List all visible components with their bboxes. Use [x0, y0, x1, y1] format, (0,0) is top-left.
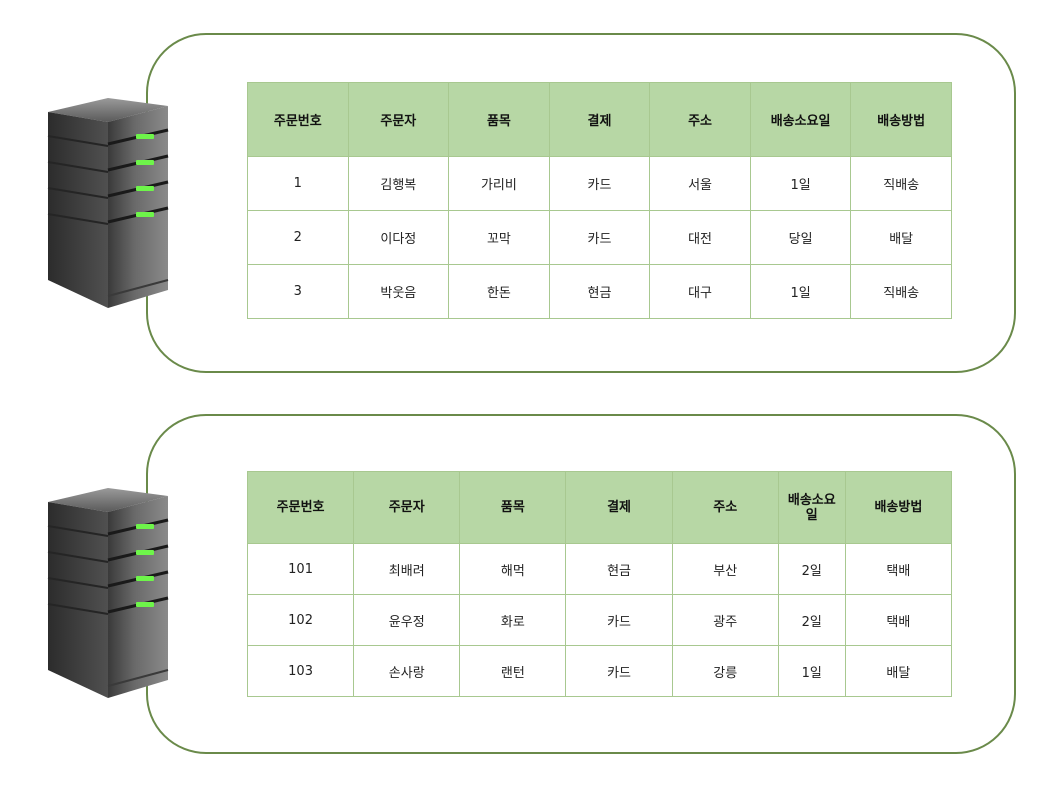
- table-cell: 강릉: [671, 645, 779, 697]
- header-delivery-method: 배송방법: [850, 82, 952, 157]
- header-address: 주소: [649, 82, 751, 157]
- header-delivery-method: 배송방법: [844, 471, 953, 544]
- table-cell: 3: [247, 264, 349, 319]
- table-cell: 서울: [649, 156, 751, 211]
- table-row: 2 이다정 꼬막 카드 대전 당일 배달: [247, 210, 952, 265]
- table-row: 1 김행복 가리비 카드 서울 1일 직배송: [247, 156, 952, 211]
- header-item: 품목: [448, 82, 550, 157]
- header-order-no: 주문번호: [247, 82, 349, 157]
- table-cell: 대전: [649, 210, 751, 265]
- table-row: 103 손사랑 랜턴 카드 강릉 1일 배달: [246, 645, 953, 697]
- table-cell: 택배: [844, 594, 953, 646]
- header-delivery-days: 배송소요일: [749, 82, 852, 157]
- table-row: 101 최배려 해먹 현금 부산 2일 택배: [246, 543, 953, 595]
- table-cell: 카드: [565, 645, 673, 697]
- table-cell: 광주: [671, 594, 779, 646]
- table-cell: 대구: [649, 264, 751, 319]
- table-row: 102 윤우정 화로 카드 광주 2일 택배: [246, 594, 953, 646]
- table-cell: 1일: [749, 264, 852, 319]
- server-icon: [47, 98, 169, 308]
- server-icon: [47, 488, 169, 698]
- table-cell: 2: [247, 210, 349, 265]
- table-cell: 1일: [749, 156, 852, 211]
- table-cell: 윤우정: [353, 594, 461, 646]
- table-header-row: 주문번호 주문자 품목 결제 주소 배송소요일 배송방법: [247, 82, 952, 157]
- table-header-row: 주문번호 주문자 품목 결제 주소 배송소요일 배송방법: [246, 471, 953, 544]
- table-cell: 손사랑: [353, 645, 461, 697]
- table-cell: 현금: [548, 264, 651, 319]
- orders-table-2: 주문번호 주문자 품목 결제 주소 배송소요일 배송방법 101 최배려 해먹 …: [246, 471, 953, 697]
- table-cell: 101: [246, 543, 355, 595]
- header-orderer: 주문자: [353, 471, 461, 544]
- header-payment: 결제: [548, 82, 651, 157]
- header-item: 품목: [459, 471, 567, 544]
- header-payment: 결제: [565, 471, 673, 544]
- table-cell: 배달: [844, 645, 953, 697]
- table-cell: 현금: [565, 543, 673, 595]
- orders-table-1: 주문번호 주문자 품목 결제 주소 배송소요일 배송방법 1 김행복 가리비 카…: [247, 82, 952, 319]
- table-cell: 가리비: [448, 156, 550, 211]
- table-cell: 2일: [777, 543, 846, 595]
- table-cell: 당일: [749, 210, 852, 265]
- table-cell: 택배: [844, 543, 953, 595]
- table-cell: 카드: [548, 210, 651, 265]
- table-cell: 부산: [671, 543, 779, 595]
- table-cell: 102: [246, 594, 355, 646]
- header-orderer: 주문자: [347, 82, 450, 157]
- header-address: 주소: [671, 471, 779, 544]
- table-cell: 한돈: [448, 264, 550, 319]
- table-row: 3 박웃음 한돈 현금 대구 1일 직배송: [247, 264, 952, 319]
- header-order-no: 주문번호: [246, 471, 355, 544]
- table-cell: 랜턴: [459, 645, 567, 697]
- table-cell: 카드: [548, 156, 651, 211]
- table-cell: 김행복: [347, 156, 450, 211]
- table-cell: 박웃음: [347, 264, 450, 319]
- table-cell: 해먹: [459, 543, 567, 595]
- table-cell: 103: [246, 645, 355, 697]
- table-cell: 꼬막: [448, 210, 550, 265]
- table-cell: 배달: [850, 210, 952, 265]
- table-cell: 2일: [777, 594, 846, 646]
- table-cell: 이다정: [347, 210, 450, 265]
- table-cell: 최배려: [353, 543, 461, 595]
- table-cell: 1일: [777, 645, 846, 697]
- header-delivery-days: 배송소요일: [777, 471, 846, 544]
- table-cell: 직배송: [850, 156, 952, 211]
- table-cell: 카드: [565, 594, 673, 646]
- table-cell: 화로: [459, 594, 567, 646]
- table-cell: 직배송: [850, 264, 952, 319]
- table-cell: 1: [247, 156, 349, 211]
